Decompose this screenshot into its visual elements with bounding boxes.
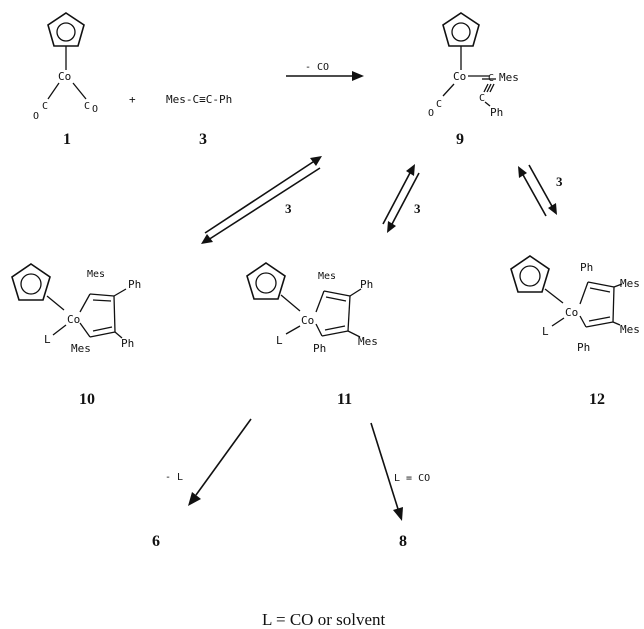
condition-minus-l: - L [165, 472, 183, 483]
mes-bottom-11: Mes [358, 335, 378, 348]
ligand-label-12: L [542, 325, 549, 338]
cp-aromatic-circle-1 [56, 22, 76, 42]
arrow-to-8: L = CO [370, 422, 430, 521]
compound-10: Co L Mes Ph Mes Ph 10 [11, 263, 141, 408]
ligand-footnote: L = CO or solvent [262, 610, 386, 629]
mes-top-12: Mes [620, 277, 640, 290]
equilibrium-label-9-11: 3 [414, 201, 421, 216]
plus-sign: + [129, 93, 136, 106]
arrow-to-6: - L [165, 418, 252, 506]
compound-3: Mes-C≡C-Ph 3 [166, 93, 232, 148]
ph-top-12: Ph [580, 261, 593, 274]
ph-bottom-12: Ph [577, 341, 590, 354]
cobalt-atom-12: Co [565, 306, 578, 319]
compound-1: Co C O C O 1 [33, 12, 98, 148]
ph-bottom-11: Ph [313, 342, 326, 355]
mes-bottom-10: Mes [71, 342, 91, 355]
cp-aromatic-circle-10 [20, 273, 42, 295]
ligand-label-11: L [276, 334, 283, 347]
equilibrium-9-11: 3 [382, 164, 421, 233]
compound-number-12: 12 [589, 391, 605, 408]
compound-number-8: 8 [399, 533, 407, 550]
cp-aromatic-circle-12 [519, 265, 541, 287]
cp-aromatic-circle-9 [451, 22, 471, 42]
alkyne-formula: Mes-C≡C-Ph [166, 93, 232, 106]
carbonyl-o-9: O [428, 108, 434, 119]
cp-ring-11 [246, 262, 286, 300]
compound-number-11: 11 [337, 391, 352, 408]
condition-l-equals-co: L = CO [394, 473, 430, 484]
carbonyl-o-left: O [33, 111, 39, 122]
condition-minus-co: - CO [305, 62, 329, 73]
cobalt-atom-9: Co [453, 70, 466, 83]
ph-top-10: Ph [128, 278, 141, 291]
ph-label-9: Ph [490, 106, 503, 119]
compound-number-10: 10 [79, 391, 95, 408]
cobalt-atom-11: Co [301, 314, 314, 327]
mes-label-9: Mes [499, 71, 519, 84]
cp-ring-10 [11, 263, 51, 301]
mes-top-11: Mes [318, 271, 336, 282]
compound-9: Co C Mes C Ph C O 9 [428, 12, 519, 148]
cp-ring-12 [510, 255, 550, 293]
carbonyl-o-right: O [92, 104, 98, 115]
compound-number-6: 6 [152, 533, 160, 550]
alkyne-carbon-bottom: C [479, 93, 485, 104]
cobalt-atom-1: Co [58, 70, 71, 83]
cobalt-atom-10: Co [67, 313, 80, 326]
ligand-label-10: L [44, 333, 51, 346]
carbonyl-c-9: C [436, 99, 442, 110]
ph-bottom-10: Ph [121, 337, 134, 350]
equilibrium-9-12: 3 [518, 164, 563, 217]
arrow-1-to-9: - CO [286, 62, 364, 81]
mes-bottom-12: Mes [620, 323, 640, 336]
ph-top-11: Ph [360, 278, 373, 291]
compound-12: Co L Ph Mes Mes Ph 12 [510, 255, 640, 408]
equilibrium-9-10: 3 [201, 156, 322, 244]
cp-aromatic-circle-11 [255, 272, 277, 294]
equilibrium-label-9-10: 3 [285, 201, 292, 216]
carbonyl-c-right: C [84, 101, 90, 112]
carbonyl-c-left: C [42, 101, 48, 112]
compound-11: Co L Mes Ph Ph Mes 11 [246, 262, 378, 408]
compound-number-9: 9 [456, 131, 464, 148]
compound-number-3: 3 [199, 131, 207, 148]
mes-top-10: Mes [87, 269, 105, 280]
equilibrium-label-9-12: 3 [556, 174, 563, 189]
compound-number-1: 1 [63, 131, 71, 148]
